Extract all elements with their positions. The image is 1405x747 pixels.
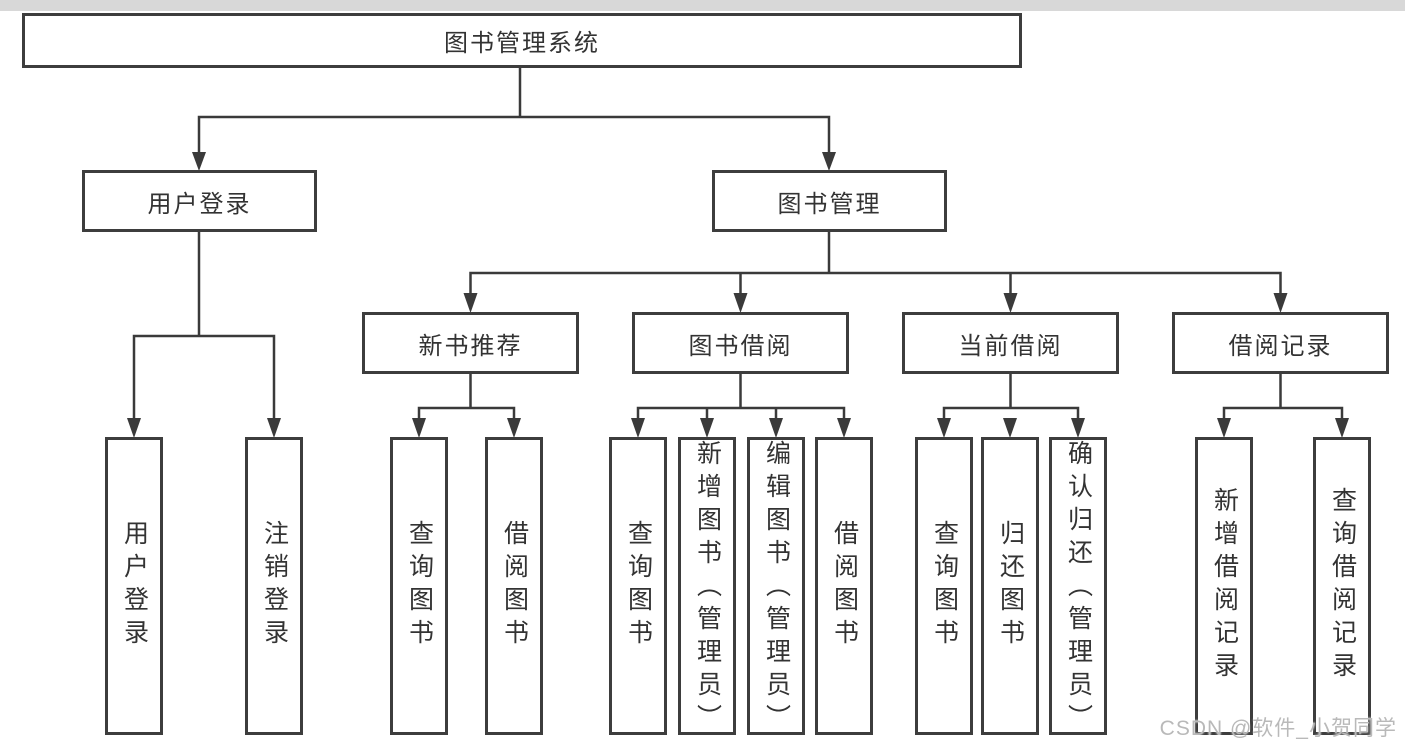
connector-borrow-group <box>636 372 846 420</box>
arrowhead <box>1003 418 1017 438</box>
leaf-query-books-current: 查询图书 <box>915 437 973 735</box>
top-border-strip <box>0 0 1405 11</box>
leaf-user-login-label: 用户登录 <box>120 520 149 652</box>
node-new-book-recommend: 新书推荐 <box>362 312 579 374</box>
arrowhead <box>1071 418 1085 438</box>
arrowhead <box>1335 418 1349 438</box>
connector-login-group <box>132 230 276 420</box>
connector-records-group <box>1222 372 1344 420</box>
leaf-borrow-books: 借阅图书 <box>815 437 873 735</box>
arrowhead <box>631 418 645 438</box>
leaf-edit-books-admin-label: 编辑图书（管理员） <box>762 440 791 737</box>
leaf-borrow-books-recommend: 借阅图书 <box>485 437 543 735</box>
leaf-query-borrow-record-label: 查询借阅记录 <box>1328 487 1357 685</box>
arrowhead <box>1217 418 1231 438</box>
arrowhead <box>127 418 141 438</box>
node-user-login: 用户登录 <box>82 170 317 232</box>
leaf-query-borrow-record: 查询借阅记录 <box>1313 437 1371 735</box>
arrowhead <box>192 152 206 171</box>
arrowhead <box>267 418 281 438</box>
arrowhead <box>463 293 478 313</box>
node-book-management-label: 图书管理 <box>777 190 882 218</box>
arrowhead <box>700 418 714 438</box>
node-book-borrow: 图书借阅 <box>632 312 849 374</box>
leaf-query-books-recommend: 查询图书 <box>390 437 448 735</box>
leaf-edit-books-admin: 编辑图书（管理员） <box>747 437 805 737</box>
connector-recommend-group <box>417 372 516 420</box>
leaf-query-books-borrow: 查询图书 <box>609 437 667 735</box>
leaf-query-books-recommend-label: 查询图书 <box>405 520 434 652</box>
leaf-borrow-books-label: 借阅图书 <box>830 520 859 652</box>
node-borrow-records-label: 借阅记录 <box>1228 332 1333 360</box>
arrowhead <box>937 418 951 438</box>
leaf-add-borrow-record-label: 新增借阅记录 <box>1210 487 1239 685</box>
leaf-logout: 注销登录 <box>245 437 303 735</box>
arrowhead <box>769 418 783 438</box>
connector-current-group <box>942 372 1080 420</box>
leaf-logout-label: 注销登录 <box>260 520 289 652</box>
node-book-borrow-label: 图书借阅 <box>688 332 793 360</box>
leaf-add-books-admin: 新增图书（管理员） <box>678 437 736 737</box>
arrowhead <box>837 418 851 438</box>
leaf-borrow-books-recommend-label: 借阅图书 <box>500 520 529 652</box>
leaf-query-books-current-label: 查询图书 <box>930 520 959 652</box>
connector-root-to-level2 <box>197 66 831 154</box>
leaf-return-books: 归还图书 <box>981 437 1039 735</box>
node-book-management: 图书管理 <box>712 170 947 232</box>
root-node-label: 图书管理系统 <box>444 30 600 57</box>
csdn-watermark: CSDN @软件_小贺同学 <box>1159 717 1397 740</box>
node-current-borrow: 当前借阅 <box>902 312 1119 374</box>
arrowhead <box>733 293 748 313</box>
arrowhead <box>1273 293 1288 313</box>
leaf-confirm-return-admin-label: 确认归还（管理员） <box>1064 440 1093 737</box>
leaf-add-books-admin-label: 新增图书（管理员） <box>693 440 722 737</box>
leaf-user-login: 用户登录 <box>105 437 163 735</box>
arrowhead <box>822 152 836 171</box>
node-current-borrow-label: 当前借阅 <box>958 332 1063 360</box>
leaf-return-books-label: 归还图书 <box>996 520 1025 652</box>
root-node-library-system: 图书管理系统 <box>22 13 1022 68</box>
arrowhead <box>412 418 426 438</box>
leaf-query-books-borrow-label: 查询图书 <box>624 520 653 652</box>
node-borrow-records: 借阅记录 <box>1172 312 1389 374</box>
leaf-add-borrow-record: 新增借阅记录 <box>1195 437 1253 735</box>
connector-management-to-level3 <box>469 230 1282 295</box>
node-new-book-recommend-label: 新书推荐 <box>418 332 523 360</box>
node-user-login-label: 用户登录 <box>147 190 252 218</box>
arrowhead <box>1003 293 1018 313</box>
arrowhead <box>507 418 521 438</box>
leaf-confirm-return-admin: 确认归还（管理员） <box>1049 437 1107 737</box>
